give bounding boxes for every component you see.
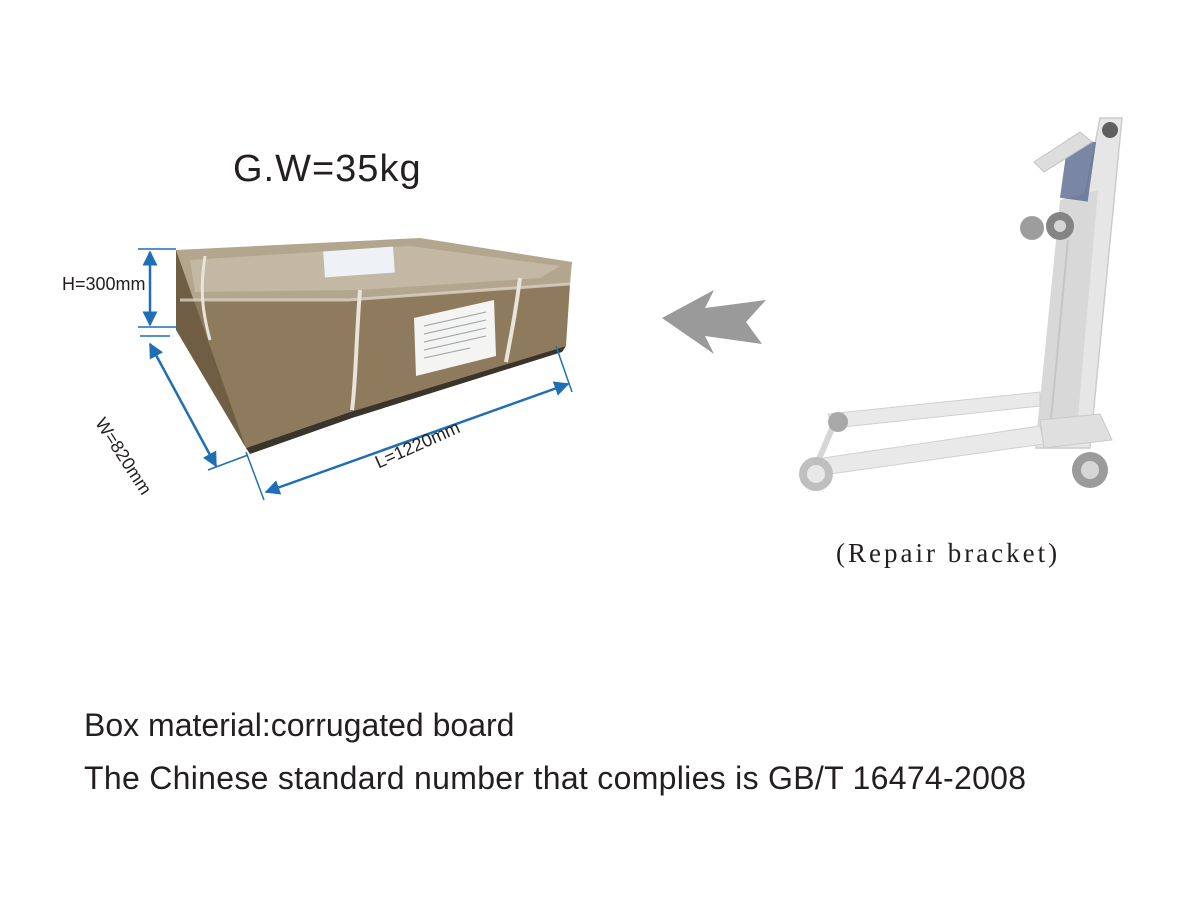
- gross-weight-label: G.W=35kg: [233, 148, 422, 190]
- height-label: H=300mm: [62, 274, 146, 294]
- cardboard-box-image: [176, 238, 572, 454]
- box-material-text: Box material:corrugated board: [84, 707, 515, 743]
- length-dimension-arrow: [245, 345, 573, 501]
- repair-bracket-image: [799, 117, 1123, 491]
- width-dimension-arrow: [140, 335, 249, 471]
- repair-bracket-caption: (Repair bracket): [836, 538, 1061, 568]
- pointer-arrow-icon: [662, 290, 766, 354]
- standard-number-text: The Chinese standard number that complie…: [84, 760, 1027, 796]
- height-dimension-arrow: [138, 248, 178, 328]
